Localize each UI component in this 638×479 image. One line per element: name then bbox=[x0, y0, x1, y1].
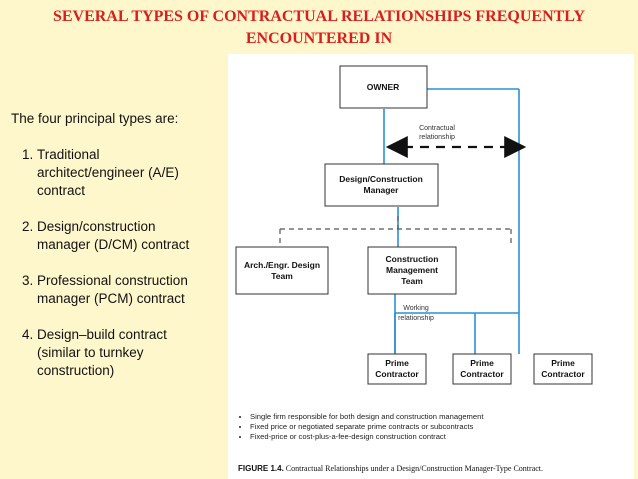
diagram-notes: Single firm responsible for both design … bbox=[238, 412, 630, 442]
list-item: Design–build contract (similar to turnke… bbox=[37, 326, 201, 380]
dcm-box: Design/Construction Manager bbox=[324, 163, 439, 207]
working-label-line1: Working bbox=[403, 305, 429, 312]
prime-contractor-box: Prime Contractor bbox=[452, 353, 512, 385]
prime-label-line1: Prime bbox=[551, 358, 575, 368]
cmt-label-line3: Team bbox=[401, 276, 423, 286]
list-item: Professional construction manager (PCM) … bbox=[37, 272, 201, 308]
ae-design-team-box: Arch./Engr. Design Team bbox=[235, 246, 329, 295]
ae-label-line1: Arch./Engr. Design bbox=[244, 260, 320, 270]
contract-diagram-figure: OWNER Design/Construction Manager Arch./… bbox=[228, 54, 634, 479]
prime-label-line2: Contractor bbox=[541, 369, 585, 379]
contractual-label-line1: Contractual bbox=[419, 125, 455, 132]
prime-label-line2: Contractor bbox=[375, 369, 419, 379]
list-item: Traditional architect/engineer (A/E) con… bbox=[37, 146, 201, 200]
prime-contractor-box: Prime Contractor bbox=[533, 353, 593, 385]
owner-label: OWNER bbox=[367, 82, 400, 92]
construction-management-team-box: Construction Management Team bbox=[367, 246, 457, 295]
note-item: Single firm responsible for both design … bbox=[250, 412, 630, 422]
cmt-label-line1: Construction bbox=[386, 254, 439, 264]
dashed-design-links bbox=[279, 216, 512, 247]
prime-label-line1: Prime bbox=[470, 358, 494, 368]
dcm-label-line1: Design/Construction bbox=[339, 174, 423, 184]
caption-label: FIGURE 1.4. bbox=[238, 464, 284, 473]
owner-box: OWNER bbox=[339, 65, 428, 109]
principal-types-text: The four principal types are: Traditiona… bbox=[11, 110, 201, 398]
slide-title-line1: SEVERAL TYPES OF CONTRACTUAL RELATIONSHI… bbox=[52, 8, 586, 47]
prime-label-line2: Contractor bbox=[460, 369, 504, 379]
list-item: Design/construction manager (D/CM) contr… bbox=[37, 218, 201, 254]
cmt-label-line2: Management bbox=[386, 265, 438, 275]
org-chart-diagram: OWNER Design/Construction Manager Arch./… bbox=[235, 65, 593, 385]
caption-text: Contractual Relationships under a Design… bbox=[285, 464, 544, 473]
note-item: Fixed-price or cost-plus-a-fee-design co… bbox=[250, 432, 630, 442]
ae-label-line2: Team bbox=[271, 271, 293, 281]
intro-text: The four principal types are: bbox=[11, 111, 179, 126]
types-list: Traditional architect/engineer (A/E) con… bbox=[11, 146, 201, 380]
contractual-label-line2: relationship bbox=[419, 134, 455, 141]
dcm-label-line2: Manager bbox=[364, 185, 400, 195]
note-item: Fixed price or negotiated separate prime… bbox=[250, 422, 630, 432]
prime-label-line1: Prime bbox=[385, 358, 409, 368]
prime-contractor-box: Prime Contractor bbox=[367, 353, 427, 385]
working-label-line2: relationship bbox=[398, 315, 434, 322]
figure-caption: FIGURE 1.4. Contractual Relationships un… bbox=[238, 464, 634, 473]
